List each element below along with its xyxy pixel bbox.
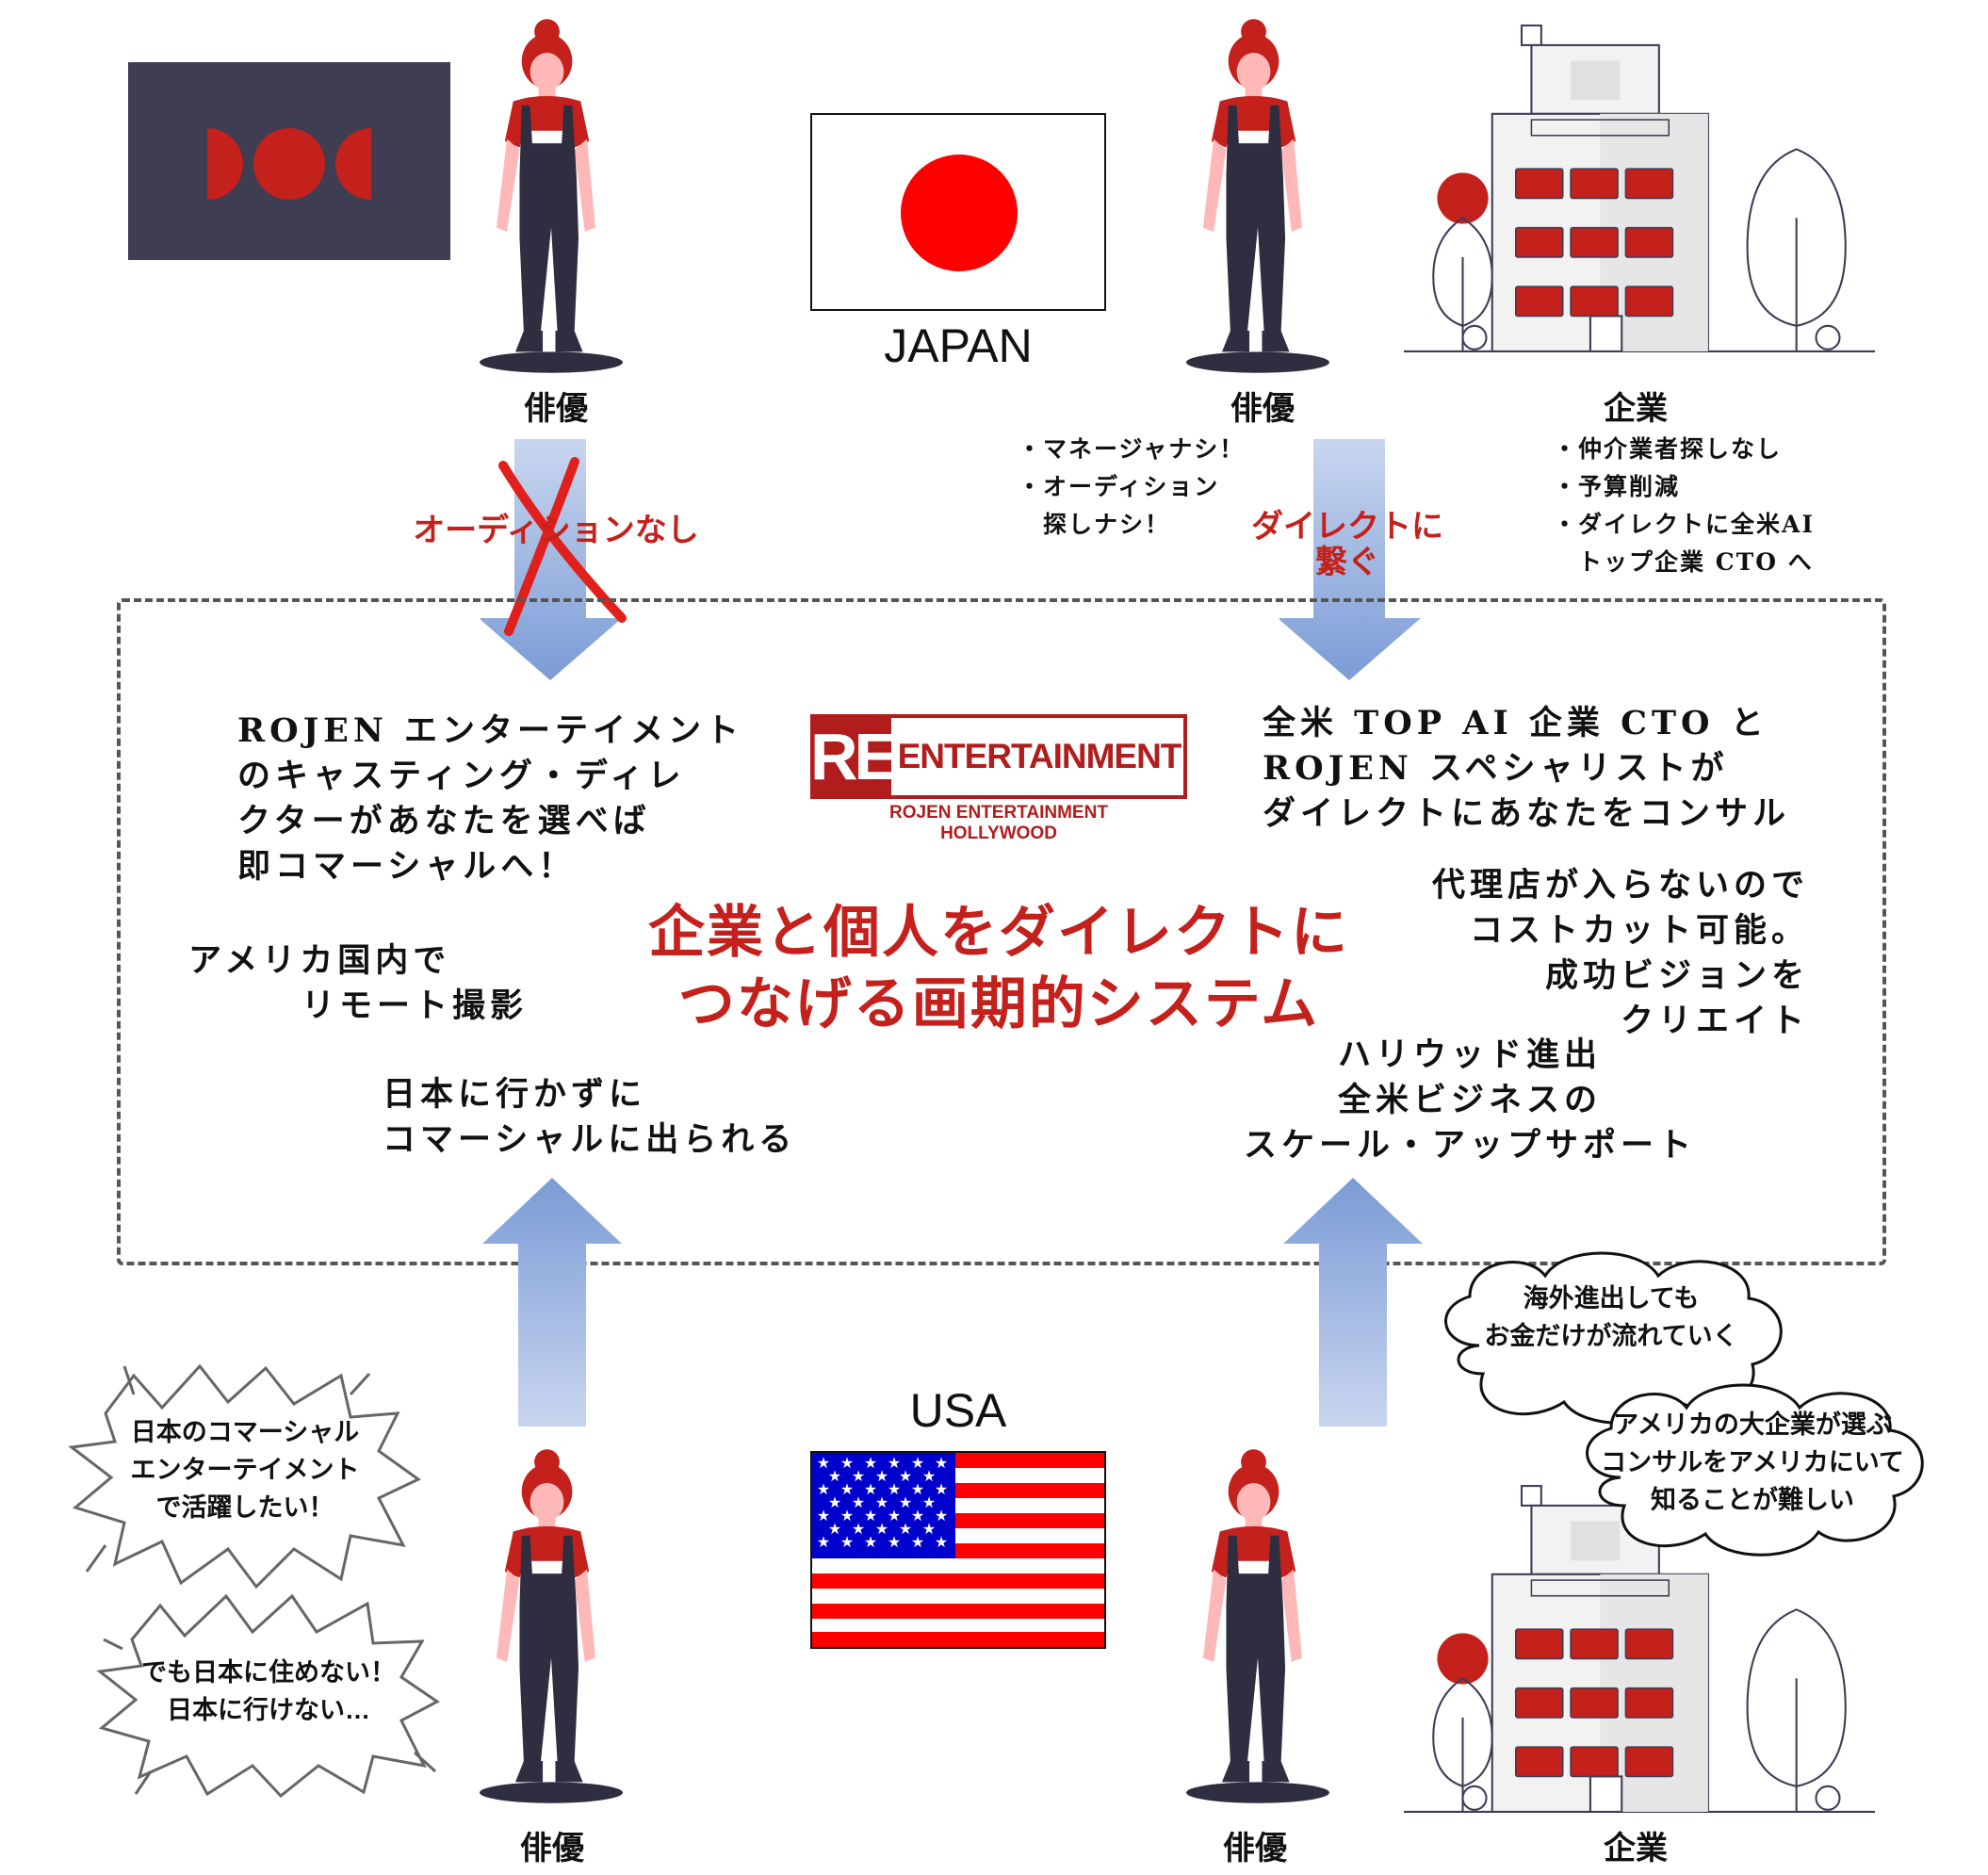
svg-text:★: ★ (888, 1454, 901, 1472)
logo-panel (128, 62, 450, 260)
svg-text:★: ★ (875, 1467, 888, 1485)
svg-text:★: ★ (817, 1454, 830, 1472)
svg-text:★: ★ (852, 1493, 865, 1511)
logo-word: ENTERTAINMENT (897, 737, 1182, 775)
logo-sub-1: ROJEN ENTERTAINMENT (889, 803, 1108, 823)
svg-text:★: ★ (864, 1480, 877, 1498)
svg-text:★: ★ (922, 1520, 936, 1538)
actor-top-left-label: 俳優 (524, 390, 588, 428)
company-top-building (1404, 24, 1875, 352)
thought-cloud-right-2 (1586, 1383, 1924, 1557)
japan-label: JAPAN (884, 319, 1033, 372)
right-block-costcut: 代理店が入らないので コストカット可能。 成功ビジョンを クリエイト (1431, 866, 1809, 1040)
svg-text:★: ★ (864, 1533, 877, 1551)
usa-label: USA (909, 1384, 1007, 1437)
left-block-remote: アメリカ国内で リモート撮影 (188, 941, 529, 1025)
svg-text:★: ★ (899, 1520, 912, 1538)
svg-text:★: ★ (864, 1454, 877, 1472)
left-block-commercial: 日本に行かずに コマーシャルに出られる (383, 1075, 797, 1159)
svg-text:★: ★ (888, 1533, 901, 1551)
company-bottom-label: 企業 (1604, 1830, 1668, 1867)
system-frame (117, 598, 1886, 1265)
bubble-left-1-text: 日本のコマーシャル エンターテイメント で活躍したい！ (130, 1418, 360, 1522)
right-block-consult: 全米 TOP AI 企業 CTO と ROJEN スペシャリストが ダイレクトに… (1263, 704, 1791, 833)
actor-top-right-figure (1186, 19, 1329, 373)
cloud-right-1-text: 海外進出しても お金だけが流れていく (1484, 1284, 1738, 1350)
svg-text:★: ★ (852, 1467, 865, 1485)
svg-text:★: ★ (828, 1467, 841, 1485)
svg-text:★: ★ (935, 1454, 948, 1472)
up-arrow-right (1283, 1178, 1423, 1427)
direct-connect-note: ダイレクトに 繋ぐ (1251, 509, 1443, 580)
svg-text:★: ★ (828, 1493, 841, 1511)
up-arrow-left (482, 1178, 622, 1427)
usa-flag: ★★★★★★ ★★★★★ ★★★★★★ ★★★★★ ★★★★★★ ★★★★★ ★… (810, 1451, 1106, 1649)
down-arrow-right (1279, 439, 1421, 680)
actor-bottom-left-figure (480, 1449, 623, 1803)
svg-text:★: ★ (840, 1507, 854, 1524)
svg-text:★: ★ (922, 1493, 936, 1511)
svg-text:★: ★ (840, 1533, 854, 1551)
thought-cloud-right-1 (1444, 1251, 1783, 1425)
svg-text:★: ★ (911, 1507, 924, 1524)
headline: 企業と個人をダイレクトに つなげる画期的システム (648, 901, 1349, 1035)
svg-text:★: ★ (888, 1507, 901, 1524)
actor-top-right-label: 俳優 (1230, 390, 1295, 428)
moon-phase-icon (207, 128, 371, 200)
svg-text:★: ★ (817, 1507, 830, 1524)
actor-right-benefits: ・マネージャナシ！ ・オーディション 探しナシ！ (1018, 435, 1246, 538)
japan-flag (810, 113, 1106, 311)
cloud-right-2-text: アメリカの大企業が選ぶ コンサルをアメリカにいて 知ることが難しい (1601, 1410, 1904, 1514)
svg-text:★: ★ (935, 1480, 948, 1498)
bubble-left-2-text: でも日本に住めない！ 日本に行けない… (141, 1658, 396, 1724)
svg-text:★: ★ (840, 1454, 854, 1472)
svg-text:★: ★ (875, 1520, 888, 1538)
logo-mark: RE (810, 714, 898, 799)
actor-top-left-figure (480, 19, 623, 373)
speech-bubble-left-1 (68, 1363, 421, 1590)
svg-text:★: ★ (911, 1480, 924, 1498)
actor-bottom-right-label: 俳優 (1223, 1830, 1287, 1867)
svg-text:★: ★ (899, 1493, 912, 1511)
svg-text:★: ★ (852, 1520, 865, 1538)
left-block-casting: ROJEN エンターテイメント のキャスティング・ディレ クターがあなたを選べば… (237, 711, 743, 886)
logo-sub-2: HOLLYWOOD (940, 823, 1057, 843)
svg-text:★: ★ (875, 1493, 888, 1511)
rojen-logo: RE ENTERTAINMENT ROJEN ENTERTAINMENT HOL… (810, 714, 1187, 848)
svg-text:★: ★ (828, 1520, 841, 1538)
right-block-hollywood: ハリウッド進出 全米ビジネスの スケール・アップサポート (1244, 1035, 1697, 1165)
svg-text:★: ★ (935, 1533, 948, 1551)
actor-bottom-right-figure (1186, 1449, 1329, 1803)
svg-text:★: ★ (840, 1480, 854, 1498)
company-top-label: 企業 (1604, 390, 1668, 428)
svg-text:★: ★ (911, 1533, 924, 1551)
svg-text:★: ★ (922, 1467, 936, 1485)
svg-text:★: ★ (899, 1467, 912, 1485)
svg-text:★: ★ (864, 1507, 877, 1524)
no-audition-note: オーディションなし (413, 513, 699, 548)
company-benefits: ・仲介業者探しなし ・予算削減 ・ダイレクトに全米AI トップ企業 CTO へ (1553, 435, 1816, 576)
svg-text:★: ★ (911, 1454, 924, 1472)
actor-bottom-left-label: 俳優 (520, 1830, 584, 1867)
speech-bubble-left-2 (96, 1593, 440, 1799)
svg-text:★: ★ (817, 1480, 830, 1498)
svg-text:★: ★ (817, 1533, 830, 1551)
svg-text:★: ★ (935, 1507, 948, 1524)
japan-flag-sun-icon (901, 155, 1018, 271)
svg-text:★: ★ (888, 1480, 901, 1498)
